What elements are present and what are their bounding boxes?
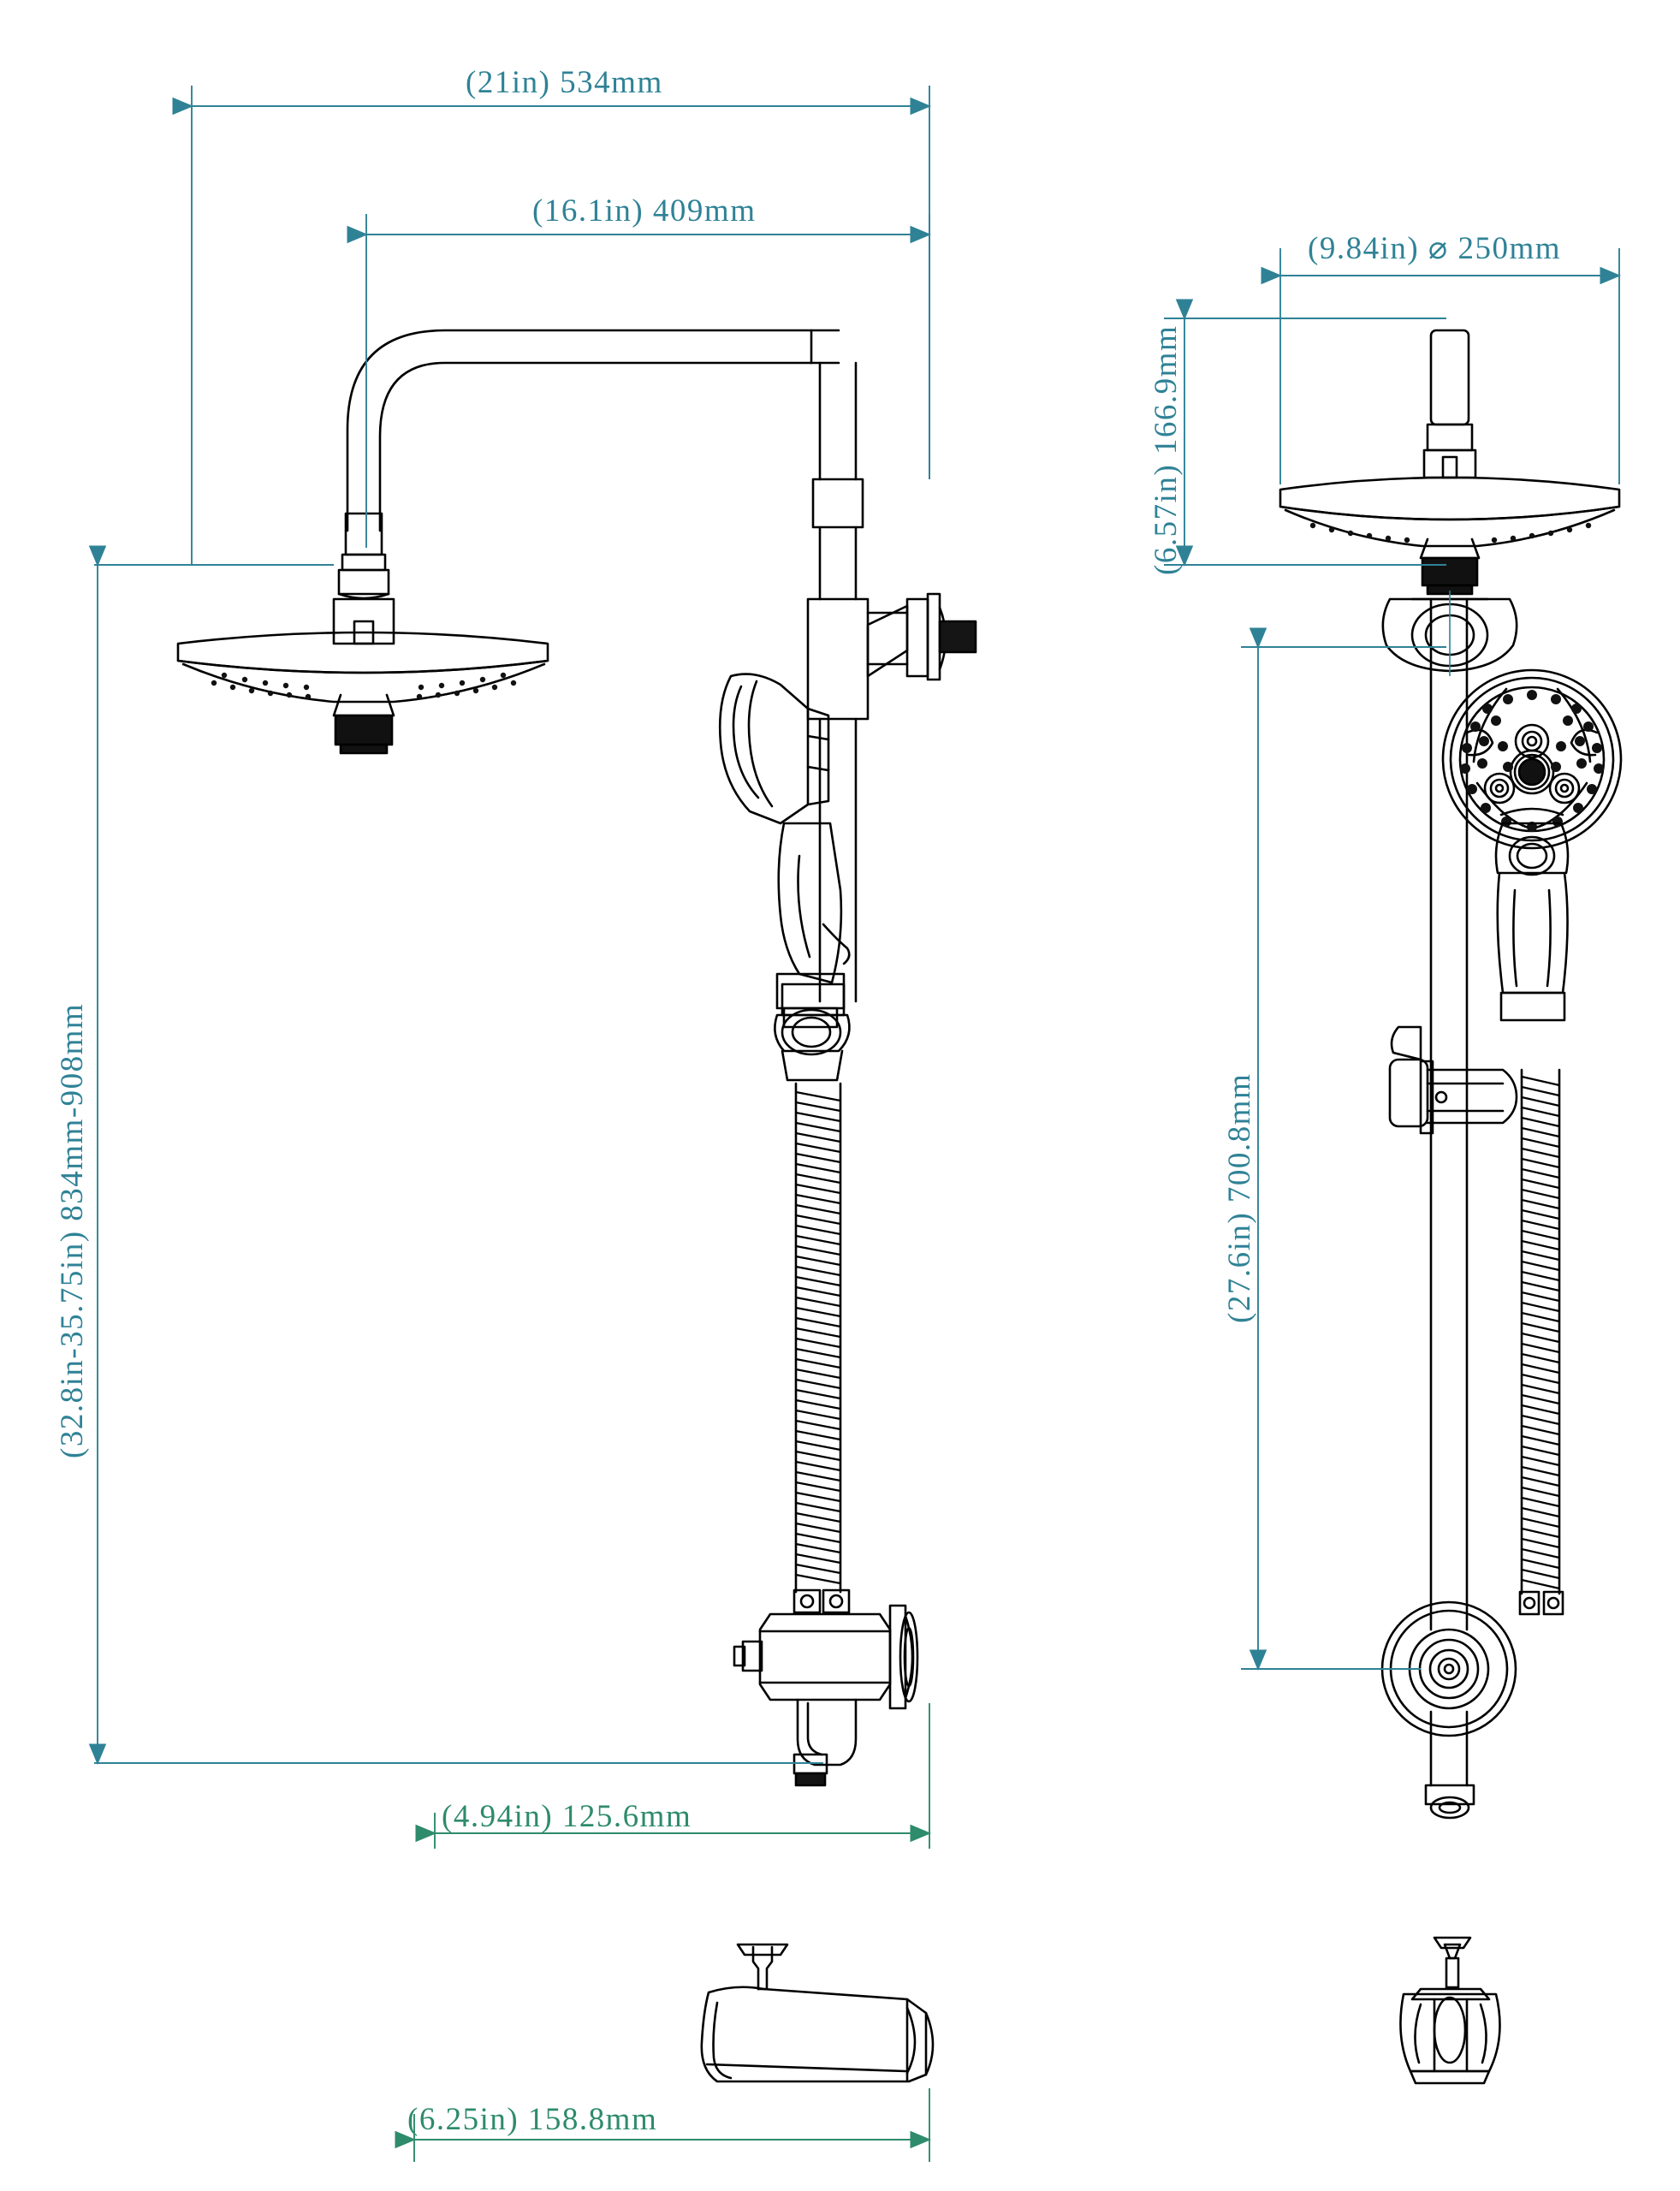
front-head-connector — [332, 512, 395, 645]
dim-label-overall-height: (32.8in-35.75in) 834mm-908mm — [55, 1002, 90, 1458]
side-hose-end-fitting — [1518, 1590, 1564, 1616]
front-upper-diverter — [866, 592, 977, 681]
dimline-head-to-arm-height — [1164, 299, 1446, 567]
dimline-slide-bar-length — [1241, 627, 1446, 1671]
side-rain-shower-head — [1279, 476, 1621, 596]
dim-label-spout-projection: (4.94in) 125.6mm — [442, 1799, 692, 1834]
dim-label-slide-bar-length: (27.6in) 700.8mm — [1222, 1072, 1257, 1323]
front-slide-bracket — [774, 983, 851, 1082]
side-slide-bracket — [1388, 1025, 1518, 1135]
tub-spout-side-profile — [700, 1943, 935, 2083]
dimline-shower-arm-reach — [347, 214, 932, 548]
dim-label-rain-head-diameter: (9.84in) ⌀ 250mm — [1308, 231, 1562, 266]
dim-label-tub-spout-length: (6.25in) 158.8mm — [407, 2102, 658, 2137]
side-hose-coils — [1520, 1075, 1561, 1590]
dim-label-overall-arm-width: (21in) 534mm — [466, 65, 663, 100]
side-handheld-nozzle-dots — [1460, 690, 1604, 832]
dimline-tub-spout-length — [395, 2088, 932, 2162]
tub-spout-face-view — [1399, 1936, 1501, 2085]
front-hose-coils — [794, 1090, 842, 1585]
front-head-nozzle-dots — [211, 672, 517, 700]
dimline-spout-projection — [415, 1703, 932, 1849]
side-head-nozzle-dots — [1309, 522, 1592, 543]
front-shower-arm — [346, 329, 840, 532]
dimline-rain-head-diameter — [1261, 248, 1622, 484]
dimline-overall-height — [88, 545, 823, 1766]
side-handheld-head-face — [1441, 668, 1623, 850]
side-handheld-handle — [1494, 822, 1570, 1022]
front-lower-valve-body — [733, 1588, 919, 1787]
dimline-overall-arm-width — [172, 86, 932, 565]
dim-label-head-to-arm-height: (6.57in) 166.9mm — [1149, 324, 1184, 575]
side-valve-body-face — [1380, 1600, 1517, 1820]
front-handheld-sprayer — [718, 673, 851, 1029]
front-riser-pipe — [806, 361, 870, 1003]
dim-label-shower-arm-reach: (16.1in) 409mm — [532, 193, 757, 229]
front-rain-shower-head — [176, 631, 549, 755]
